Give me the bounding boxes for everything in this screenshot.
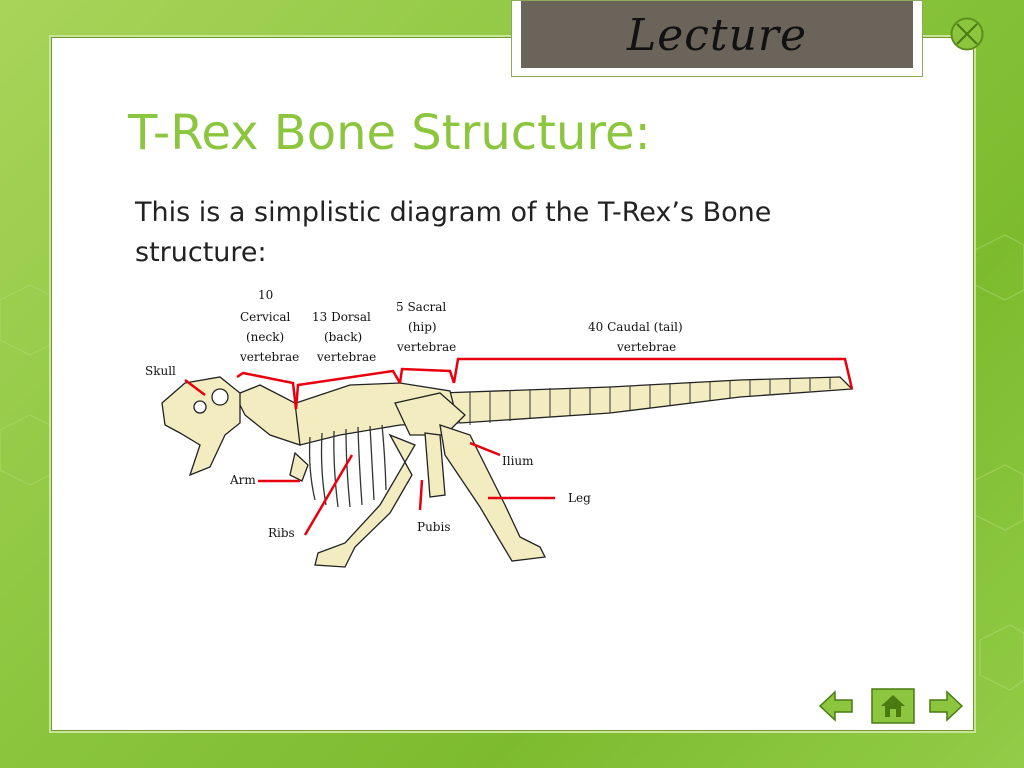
label-caudal-1: 40 Caudal (tail) <box>588 320 683 334</box>
previous-slide-button[interactable] <box>818 688 854 724</box>
label-arm: Arm <box>229 473 256 487</box>
label-caudal-2: vertebrae <box>616 340 676 354</box>
arrow-right-icon <box>928 688 964 724</box>
label-sacral-1: 5 Sacral <box>396 300 446 314</box>
label-dorsal-3: vertebrae <box>316 350 376 364</box>
next-slide-button[interactable] <box>928 688 964 724</box>
label-pubis: Pubis <box>417 520 450 534</box>
label-ilium: Ilium <box>502 454 534 468</box>
label-cervical-4: vertebrae <box>239 350 299 364</box>
slide-title: T-Rex Bone Structure: <box>128 105 651 161</box>
trex-skeleton-diagram: Skull 10 Cervical (neck) vertebrae 13 Do… <box>140 285 870 595</box>
label-sacral-3: vertebrae <box>396 340 456 354</box>
skeleton-illustration <box>162 377 852 567</box>
lecture-tab-inner: Lecture <box>521 1 913 68</box>
label-dorsal-2: (back) <box>324 330 362 344</box>
label-sacral-2: (hip) <box>408 320 437 334</box>
home-button[interactable] <box>871 688 915 724</box>
label-cervical-2: Cervical <box>240 310 291 324</box>
label-cervical-1: 10 <box>258 288 273 302</box>
label-ribs: Ribs <box>268 526 295 540</box>
lecture-tab-label: Lecture <box>627 10 807 61</box>
close-button[interactable] <box>950 17 984 51</box>
home-icon <box>871 688 915 724</box>
arrow-left-icon <box>818 688 854 724</box>
label-cervical-3: (neck) <box>246 330 284 344</box>
label-skull: Skull <box>145 364 176 378</box>
close-icon <box>950 17 984 51</box>
lecture-tab: Lecture <box>511 0 923 77</box>
label-dorsal-1: 13 Dorsal <box>312 310 371 324</box>
label-leg: Leg <box>568 491 591 505</box>
slide-description: This is a simplistic diagram of the T-Re… <box>135 193 835 273</box>
